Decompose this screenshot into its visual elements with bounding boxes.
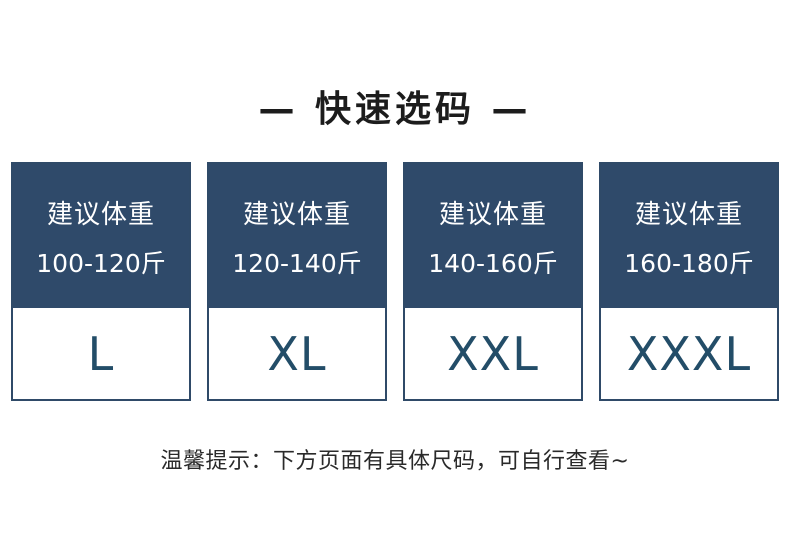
weight-label: 建议体重 (46, 200, 155, 230)
weight-range: 100-120斤 (36, 249, 166, 278)
card-header: 建议体重 100-120斤 (13, 164, 189, 308)
size-value: XXL (447, 326, 539, 381)
weight-label: 建议体重 (242, 200, 351, 230)
size-value: L (87, 326, 115, 381)
size-card-l: 建议体重 100-120斤 L (11, 162, 191, 401)
page-title: — 快速选码 — (258, 89, 532, 130)
weight-range: 140-160斤 (428, 249, 558, 278)
weight-range: 120-140斤 (232, 249, 362, 278)
size-card-xl: 建议体重 120-140斤 XL (207, 162, 387, 401)
size-card-grid: 建议体重 100-120斤 L 建议体重 120-140斤 XL 建议体重 14… (11, 162, 779, 401)
card-header: 建议体重 160-180斤 (601, 164, 777, 308)
weight-range: 160-180斤 (624, 249, 754, 278)
weight-label: 建议体重 (634, 200, 743, 230)
size-value: XXXL (626, 326, 752, 381)
size-tip: 温馨提示：下方页面有具体尺码，可自行查看~ (160, 449, 630, 474)
size-value: XL (267, 326, 327, 381)
size-card-xxxl: 建议体重 160-180斤 XXXL (599, 162, 779, 401)
card-header: 建议体重 140-160斤 (405, 164, 581, 308)
card-header: 建议体重 120-140斤 (209, 164, 385, 308)
weight-label: 建议体重 (438, 200, 547, 230)
size-card-xxl: 建议体重 140-160斤 XXL (403, 162, 583, 401)
